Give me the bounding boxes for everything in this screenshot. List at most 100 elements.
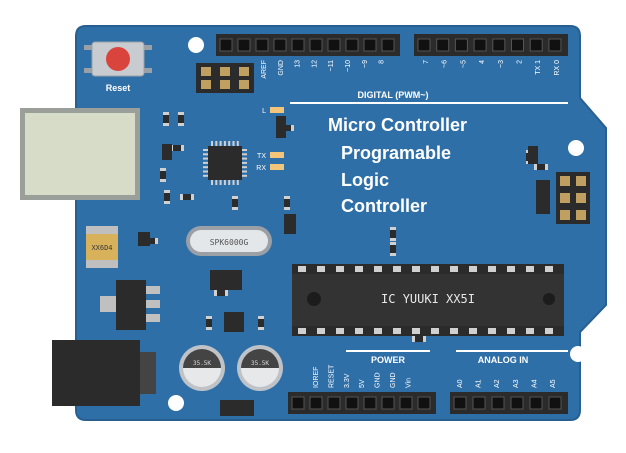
smd-resistor: [258, 316, 264, 330]
header-socket: [363, 38, 377, 52]
tantalum-capacitor: [86, 226, 118, 268]
pin-label: GND: [278, 60, 285, 76]
header-socket: [237, 38, 251, 52]
mounting-hole: [570, 346, 586, 362]
icsp-header-right: [556, 172, 590, 224]
header-socket: [381, 38, 395, 52]
led-l-label: L: [262, 108, 266, 115]
smd-part: [224, 312, 244, 332]
smd-resistor: [534, 164, 548, 170]
mounting-hole: [168, 395, 184, 411]
board-title-line-4: Controller: [341, 196, 427, 216]
header-sockets: [219, 38, 562, 410]
board-title-line-1: Micro Controller: [328, 115, 467, 135]
smd-part: [138, 232, 150, 246]
mounting-hole: [568, 140, 584, 156]
pin-label: ~3: [498, 60, 505, 68]
led-tx: [270, 152, 284, 158]
pin-label: A1: [476, 379, 483, 388]
header-socket: [309, 38, 323, 52]
smd-resistor: [390, 242, 396, 256]
header-socket: [327, 396, 341, 410]
usb-controller-chip: [203, 141, 247, 185]
header-socket: [219, 38, 233, 52]
pin-label: A2: [494, 379, 501, 388]
smd-components: [138, 112, 550, 342]
pin-label: 4: [479, 60, 486, 64]
pin-label: ~9: [362, 60, 369, 68]
header-socket: [510, 396, 524, 410]
header-socket: [417, 396, 431, 410]
header-socket: [473, 38, 487, 52]
smd-part: [162, 144, 172, 160]
pin-label: 2: [517, 60, 524, 64]
smd-resistor: [160, 168, 166, 182]
led-tx-label: TX: [257, 153, 266, 160]
smd-part: [210, 270, 242, 290]
header-socket: [345, 396, 359, 410]
pin-label: A3: [513, 379, 520, 388]
header-socket: [436, 38, 450, 52]
pin-label: A4: [531, 379, 538, 388]
pin-label: ~5: [460, 60, 467, 68]
pin-label: 5V: [359, 379, 366, 388]
led-rx: [270, 164, 284, 170]
pin-label: ~6: [442, 60, 449, 68]
pin-label: AREF: [261, 60, 268, 79]
smd-resistor: [163, 112, 169, 126]
power-jack: [52, 340, 156, 406]
board-title-line-2: Programable: [341, 143, 451, 163]
main-chip-label: IC YUUKI XX5I: [381, 292, 475, 306]
smd-resistor: [284, 196, 290, 210]
header-socket: [417, 38, 431, 52]
header-socket: [454, 38, 468, 52]
analog-header-label: ANALOG IN: [478, 355, 529, 365]
header-socket: [453, 396, 467, 410]
smd-part: [536, 180, 550, 214]
main-microcontroller-chip: [292, 264, 564, 336]
header-socket: [492, 38, 506, 52]
pin-label: IOREF: [313, 367, 320, 388]
led-rx-label: RX: [256, 165, 266, 172]
smd-resistor: [164, 190, 170, 204]
header-socket: [529, 38, 543, 52]
reset-label: Reset: [106, 83, 131, 93]
header-socket: [548, 396, 562, 410]
smd-part: [528, 146, 538, 164]
header-socket: [491, 396, 505, 410]
reset-button[interactable]: [84, 41, 152, 77]
pin-label: RX 0: [554, 60, 561, 76]
header-socket: [273, 38, 287, 52]
smd-part: [284, 214, 296, 234]
pin-label: 12: [311, 60, 318, 68]
header-socket: [291, 38, 305, 52]
electrolytic-capacitor-2: [237, 345, 283, 391]
small-chip-label: XX6D4: [91, 244, 112, 252]
pin-label: 3.3V: [344, 373, 351, 388]
header-socket: [548, 38, 562, 52]
power-header-label: POWER: [371, 355, 406, 365]
led-l: [270, 107, 284, 113]
usb-connector: [20, 108, 140, 200]
electrolytic-capacitor-1: [179, 345, 225, 391]
voltage-regulator: [100, 280, 160, 330]
header-socket: [529, 396, 543, 410]
digital-header-label: DIGITAL (PWM~): [358, 90, 429, 100]
header-socket: [309, 396, 323, 410]
header-socket: [255, 38, 269, 52]
pin-label: Vin: [405, 378, 412, 388]
pin-label: GND: [375, 372, 382, 388]
smd-resistor: [206, 316, 212, 330]
header-socket: [511, 38, 524, 52]
power-header: [288, 392, 436, 414]
header-socket: [399, 396, 413, 410]
pin-label: 7: [423, 60, 430, 64]
pin-label: A0: [457, 379, 464, 388]
crystal-label: SPK6000G: [210, 238, 249, 247]
smd-resistor: [390, 227, 396, 241]
